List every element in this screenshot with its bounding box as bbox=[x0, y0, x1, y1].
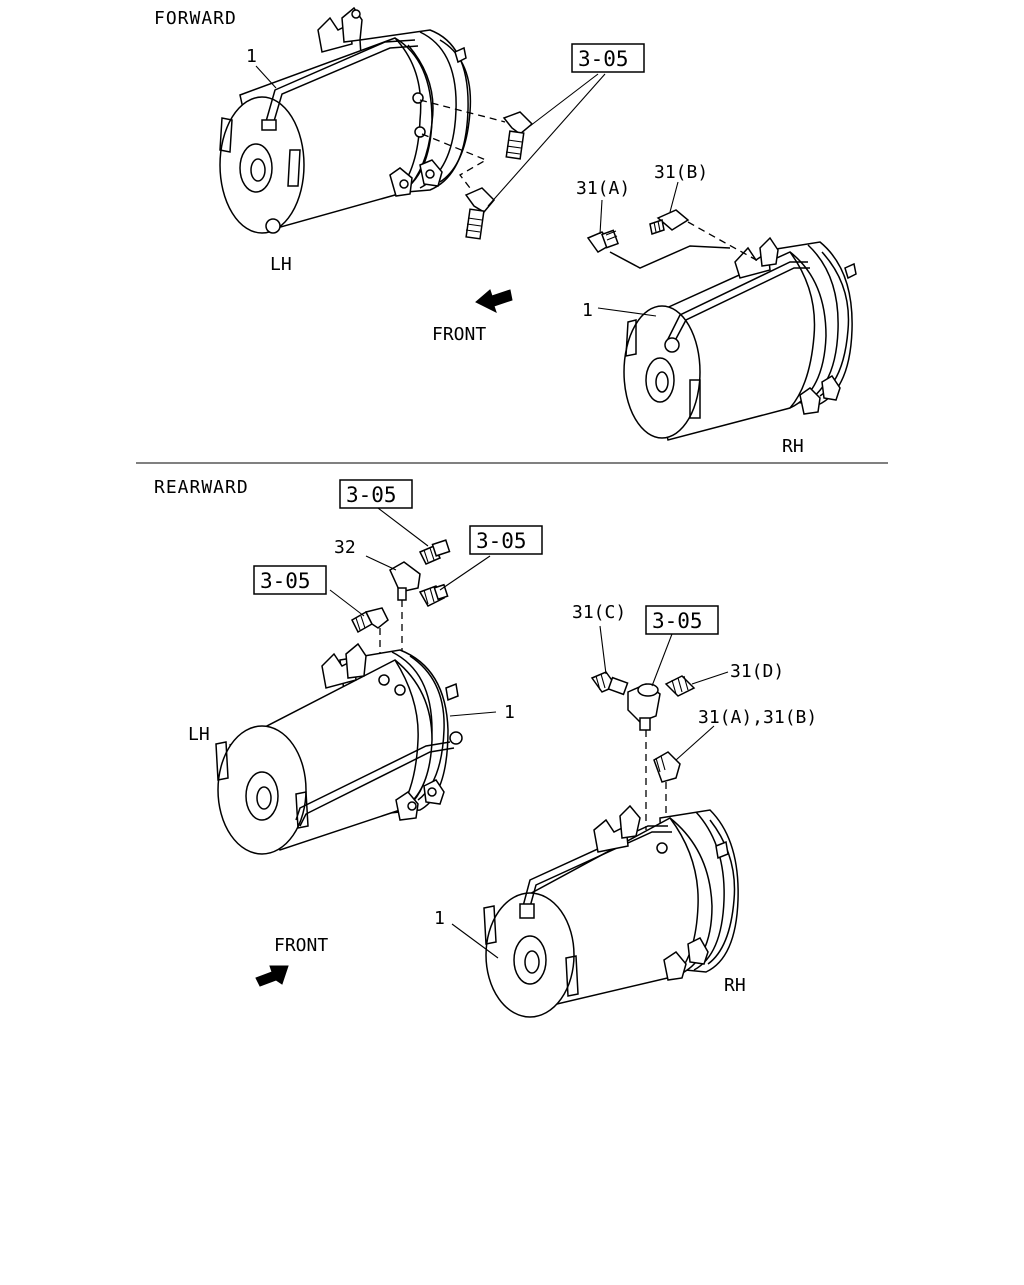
label-lh-forward: LH bbox=[270, 254, 292, 275]
fitting-31c bbox=[590, 671, 629, 696]
tee-fitting bbox=[627, 683, 661, 731]
compressor-lh-rearward bbox=[215, 642, 463, 855]
callout-1-lh-rearward: 1 bbox=[504, 702, 515, 723]
ref-box-top-text: 3-05 bbox=[346, 483, 397, 507]
callout-1-lh-forward: 1 bbox=[246, 46, 257, 67]
callout-31a: 31(A) bbox=[576, 178, 630, 199]
callout-31d: 31(D) bbox=[730, 661, 784, 682]
front-label-rearward: FRONT bbox=[274, 935, 328, 956]
callout-1-rh-forward: 1 bbox=[582, 300, 593, 321]
callout-31b: 31(B) bbox=[654, 162, 708, 183]
forward-section-title: FORWARD bbox=[154, 8, 237, 29]
ref-box-3-05-text: 3-05 bbox=[578, 47, 629, 71]
fitting-left-elbow bbox=[351, 607, 389, 634]
front-label-forward: FRONT bbox=[432, 324, 486, 345]
elbow-fitting-lower bbox=[464, 187, 496, 240]
rearward-section-title: REARWARD bbox=[154, 477, 249, 498]
callout-1-rh-rearward: 1 bbox=[434, 908, 445, 929]
callout-31c: 31(C) bbox=[572, 602, 626, 623]
fitting-top-straight bbox=[418, 539, 451, 565]
ref-box-top bbox=[339, 479, 413, 509]
compressor-rh-rearward bbox=[483, 804, 739, 1018]
compressor-rh-forward bbox=[623, 236, 857, 441]
fitting-31d bbox=[664, 675, 696, 697]
fitting-31ab bbox=[653, 751, 681, 783]
ref-box-tee-text: 3-05 bbox=[652, 609, 703, 633]
label-rh-rearward: RH bbox=[724, 975, 746, 996]
front-arrow-rearward bbox=[255, 965, 289, 987]
fitting-31b bbox=[649, 209, 690, 235]
fitting-right-straight bbox=[418, 583, 449, 607]
ref-box-tee bbox=[645, 605, 719, 635]
ref-box-right bbox=[469, 525, 543, 555]
ref-box-left bbox=[253, 565, 327, 595]
label-rh-forward: RH bbox=[782, 436, 804, 457]
callout-32: 32 bbox=[334, 537, 356, 558]
callout-31ab: 31(A),31(B) bbox=[698, 707, 817, 728]
fitting-32-elbow bbox=[389, 561, 421, 601]
elbow-fitting-upper bbox=[502, 111, 534, 160]
compressor-lh-forward bbox=[219, 6, 472, 234]
ref-box-right-text: 3-05 bbox=[476, 529, 527, 553]
front-arrow-forward bbox=[475, 289, 513, 313]
label-lh-rearward: LH bbox=[188, 724, 210, 745]
ref-box-3-05 bbox=[571, 43, 645, 73]
fitting-31a bbox=[586, 229, 619, 253]
ref-box-left-text: 3-05 bbox=[260, 569, 311, 593]
